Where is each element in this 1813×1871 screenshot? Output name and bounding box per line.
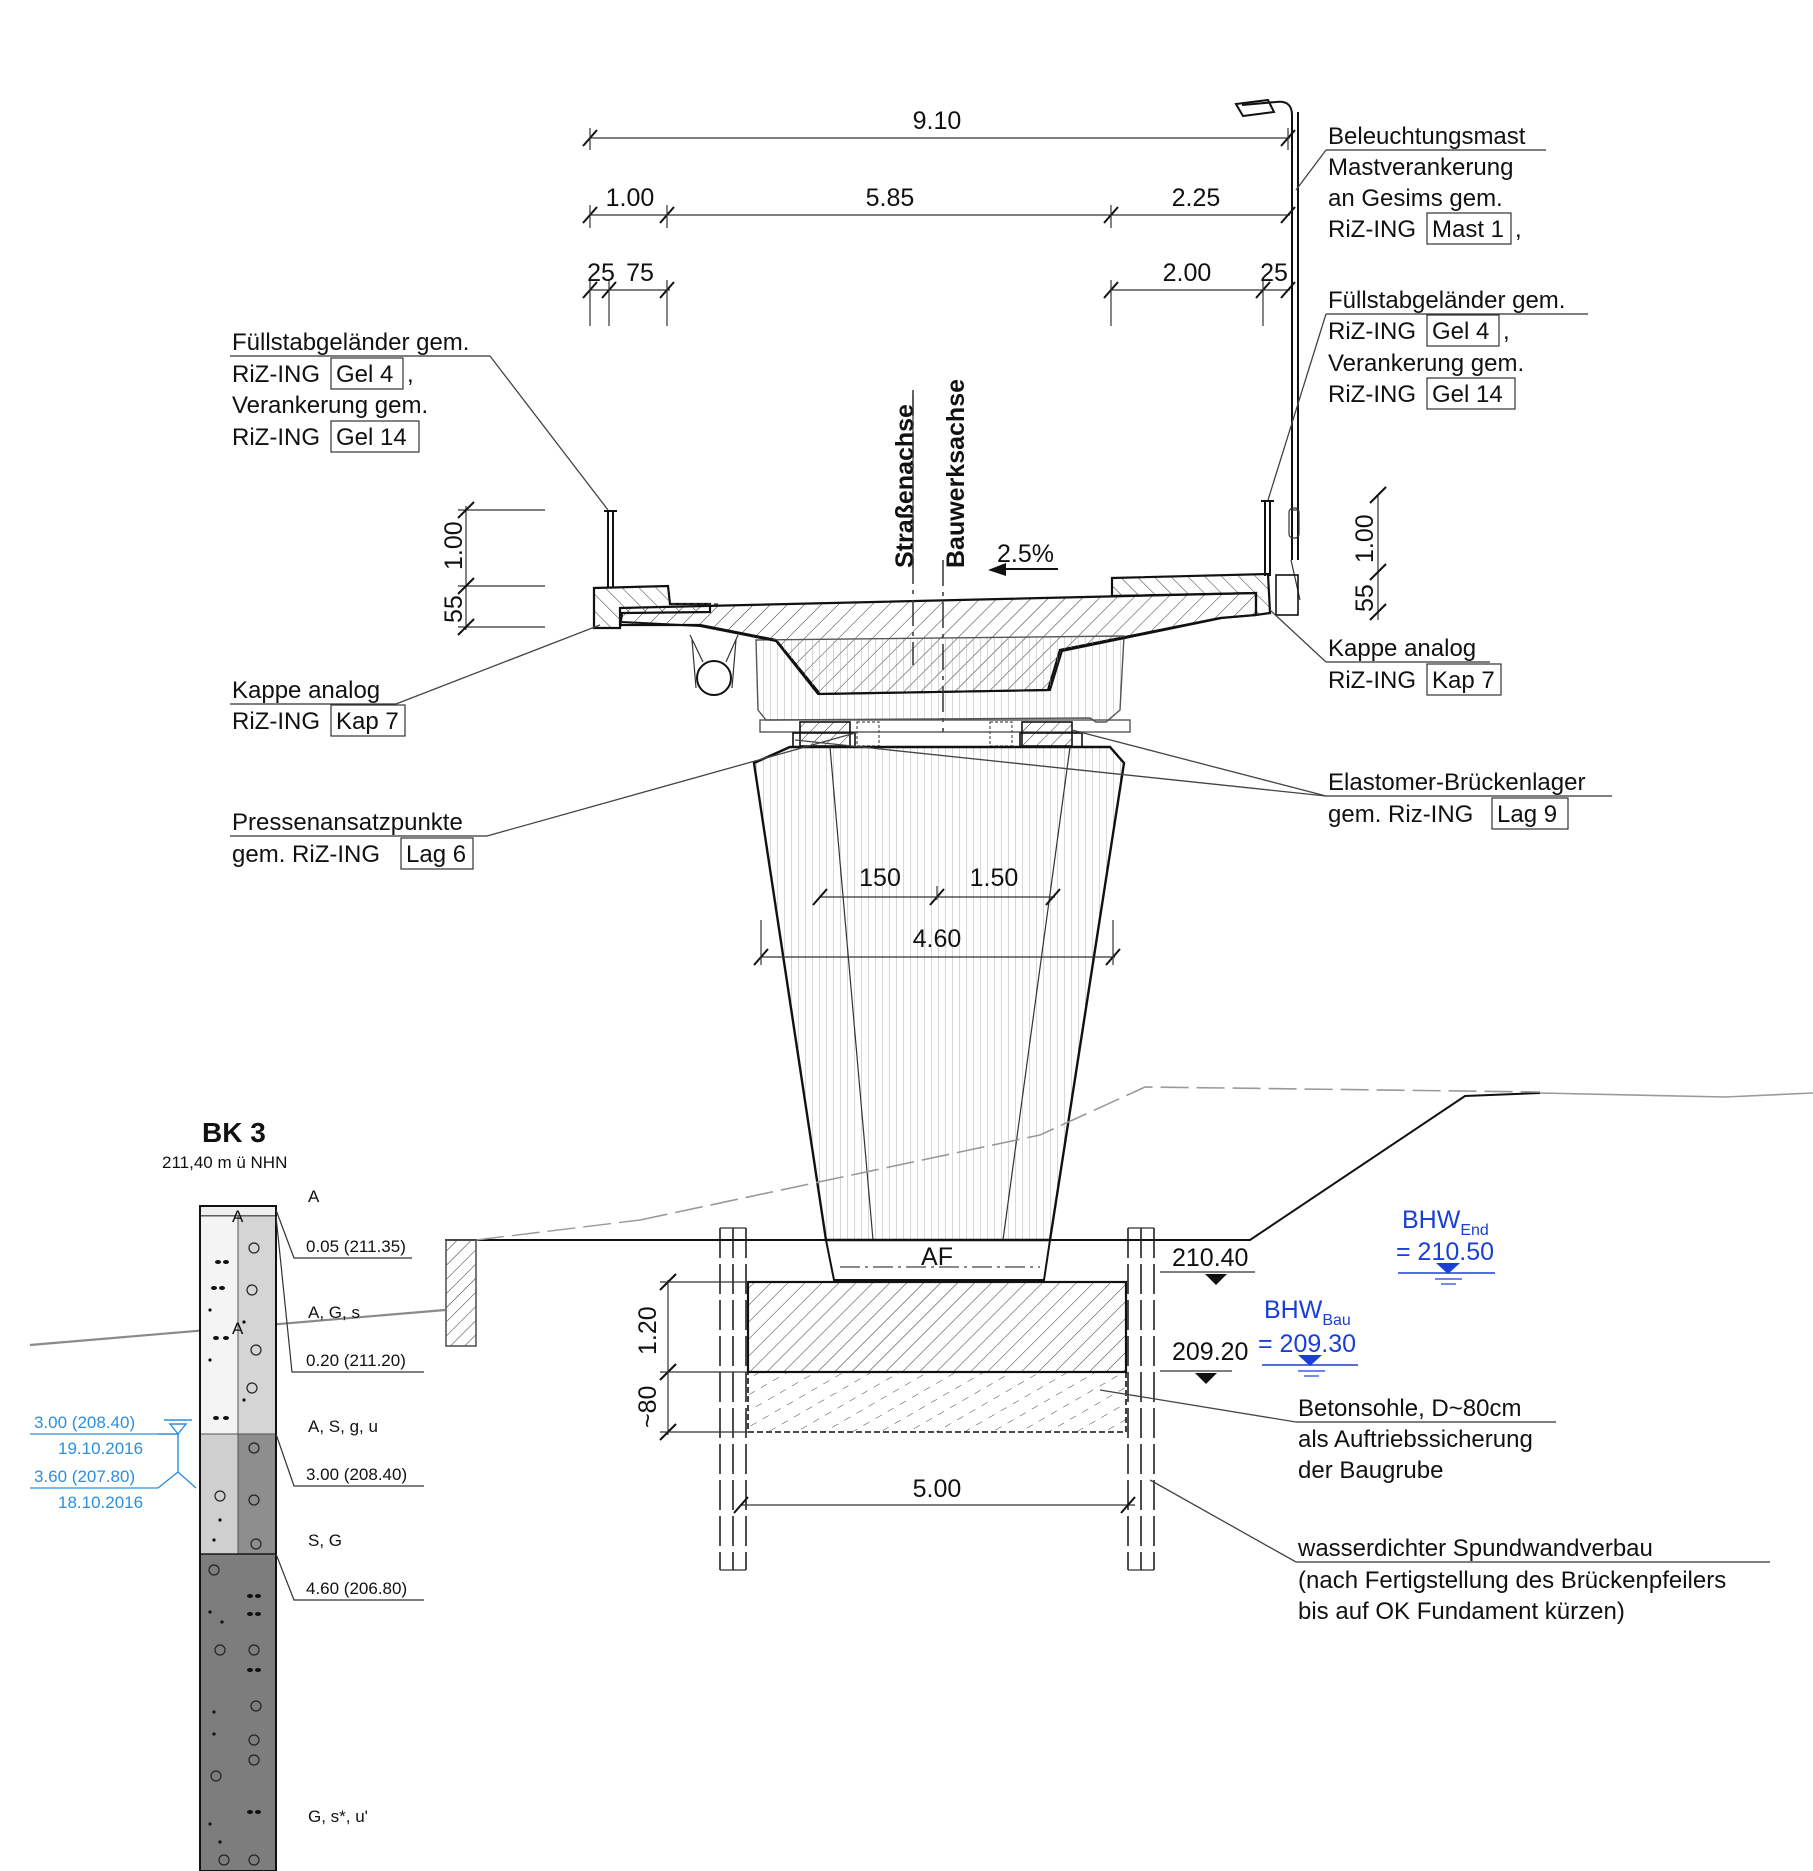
- water-level-1: 3.00 (208.40): [34, 1413, 135, 1432]
- bhw-bau-label: BHWBau: [1264, 1296, 1351, 1329]
- railing-left-ref-1: Gel 4: [336, 361, 393, 388]
- dim-left-75: 75: [626, 259, 654, 287]
- borehole-elevation: 211,40 m ü NHN: [162, 1153, 287, 1172]
- dim-left-25: 25: [587, 259, 615, 287]
- lighting-mast-line-2: Mastverankerung: [1328, 154, 1513, 181]
- layer-depth-1: 0.05 (211.35): [306, 1237, 406, 1256]
- right-height-dims: 1.00 55: [1351, 486, 1387, 621]
- level-ground: 210.40: [1172, 1244, 1248, 1272]
- railing-left-ref-prefix-1: RiZ-ING: [232, 361, 320, 388]
- top-dimension-chains: 9.10 1.00 5.85 2.25 25 75 2.00 25: [582, 107, 1296, 326]
- borehole-inner-mark-1: A: [232, 1207, 244, 1226]
- layer-depth-3: 3.00 (208.40): [306, 1465, 407, 1484]
- dim-pier-half-left: 150: [859, 864, 901, 892]
- terrain: [29, 1086, 1813, 1347]
- level-foundation-bottom: 209.20: [1172, 1338, 1248, 1366]
- bhw-end-label: BHWEnd: [1402, 1206, 1489, 1239]
- sole-line-1: Betonsohle, D~80cm: [1298, 1395, 1521, 1422]
- dim-left-cap: 1.00: [606, 184, 655, 212]
- railing-right-ref-prefix-1: RiZ-ING: [1328, 318, 1416, 345]
- lighting-mast-line-1: Beleuchtungsmast: [1328, 123, 1526, 150]
- railing-right-ref-prefix-2: RiZ-ING: [1328, 381, 1416, 408]
- dim-left-railing-height: 1.00: [440, 521, 468, 570]
- cap-left-line-1: Kappe analog: [232, 677, 380, 704]
- bhw-bau-value: = 209.30: [1258, 1330, 1356, 1358]
- dim-right-cap: 2.25: [1172, 184, 1221, 212]
- lighting-mast-ref: Mast 1: [1432, 216, 1504, 243]
- dim-sole-height: ~80: [634, 1386, 662, 1428]
- lighting-mast: [1234, 98, 1301, 601]
- layer-code-3: A, S, g, u: [308, 1417, 378, 1436]
- structure-axis-label: Bauwerksachse: [942, 379, 970, 568]
- press-ref-prefix: gem. RiZ-ING: [232, 841, 380, 868]
- press-line-1: Pressenansatzpunkte: [232, 809, 463, 836]
- railing-left-ref-2: Gel 14: [336, 424, 407, 451]
- bearing-line-1: Elastomer-Brückenlager: [1328, 769, 1585, 796]
- levels: 210.40 209.20 BHWEnd = 210.50 BHWBau = 2…: [1160, 1206, 1495, 1384]
- layer-depth-4: 4.60 (206.80): [306, 1579, 407, 1598]
- dim-pier-bottom: 4.60: [913, 925, 962, 953]
- sole-line-2: als Auftriebssicherung: [1298, 1426, 1533, 1453]
- bearings: [759, 719, 1131, 748]
- dim-overall: 9.10: [913, 107, 962, 135]
- cap-left-ref-prefix: RiZ-ING: [232, 708, 320, 735]
- lighting-mast-ref-prefix: RiZ-ING: [1328, 216, 1416, 243]
- dim-right-cap-height: 55: [1351, 584, 1379, 612]
- railing-right-line-3: Verankerung gem.: [1328, 350, 1524, 377]
- cap-right-ref: Kap 7: [1432, 667, 1495, 694]
- slope-label: 2.5%: [997, 540, 1054, 568]
- layer-code-1: A: [308, 1187, 320, 1206]
- left-height-dims: 1.00 55: [440, 501, 545, 636]
- svg-text:,: ,: [1515, 216, 1522, 243]
- railing-right-ref-1: Gel 4: [1432, 318, 1489, 345]
- dim-right-200: 2.00: [1163, 259, 1212, 287]
- layer-depth-2: 0.20 (211.20): [306, 1351, 406, 1370]
- cap-right-line-1: Kappe analog: [1328, 635, 1476, 662]
- road-axis-label: Straßenachse: [891, 404, 919, 568]
- water-level-2: 3.60 (207.80): [34, 1467, 135, 1486]
- layer-code-2: A, G, s: [308, 1303, 360, 1322]
- water-date-2: 18.10.2016: [58, 1493, 143, 1512]
- dim-foundation-height: 1.20: [634, 1306, 662, 1355]
- cap-right-ref-prefix: RiZ-ING: [1328, 667, 1416, 694]
- dim-right-railing-height: 1.00: [1351, 514, 1379, 563]
- axis-lines: Straßenachse Bauwerksachse: [891, 379, 970, 732]
- layer-code-4: S, G: [308, 1531, 342, 1550]
- dim-pit-width: 5.00: [913, 1475, 962, 1503]
- svg-text:,: ,: [1503, 318, 1510, 345]
- sheet-line-3: bis auf OK Fundament kürzen): [1298, 1598, 1625, 1625]
- lighting-mast-line-3: an Gesims gem.: [1328, 185, 1503, 212]
- sheet-line-2: (nach Fertigstellung des Brückenpfeilers: [1298, 1567, 1726, 1594]
- sole-line-3: der Baugrube: [1298, 1457, 1443, 1484]
- bearing-ref: Lag 9: [1497, 801, 1557, 828]
- pier: 150 1.50 4.60: [752, 745, 1126, 1242]
- railing-right-ref-2: Gel 14: [1432, 381, 1503, 408]
- foundation: AF 1.20 ~80 5.00: [634, 1227, 1155, 1571]
- railing-left-ref-prefix-2: RiZ-ING: [232, 424, 320, 451]
- railing-left-line-1: Füllstabgeländer gem.: [232, 329, 469, 356]
- railing-left-line-3: Verankerung gem.: [232, 392, 428, 419]
- bhw-end-value: = 210.50: [1396, 1238, 1494, 1266]
- water-date-1: 19.10.2016: [58, 1439, 143, 1458]
- sheet-line-1: wasserdichter Spundwandverbau: [1297, 1535, 1653, 1562]
- railing-right-line-1: Füllstabgeländer gem.: [1328, 287, 1565, 314]
- layer-code-5: G, s*, u': [308, 1807, 368, 1826]
- annotation-labels: Beleuchtungsmast Mastverankerung an Gesi…: [230, 123, 1770, 1625]
- bearing-ref-prefix: gem. Riz-ING: [1328, 801, 1473, 828]
- borehole-title: BK 3: [202, 1117, 266, 1148]
- af-label: AF: [921, 1243, 953, 1271]
- dim-carriageway: 5.85: [866, 184, 915, 212]
- borehole-inner-mark-2: A: [232, 1319, 244, 1338]
- dim-right-25: 25: [1260, 259, 1288, 287]
- dim-left-cap-height: 55: [440, 595, 468, 623]
- press-ref: Lag 6: [406, 841, 466, 868]
- bridge-deck: 2.5%: [592, 500, 1299, 723]
- cap-left-ref: Kap 7: [336, 708, 399, 735]
- dim-pier-half-right: 1.50: [970, 864, 1019, 892]
- borehole-log: BK 3 211,40 m ü NHN: [30, 1117, 424, 1871]
- svg-text:,: ,: [407, 361, 414, 388]
